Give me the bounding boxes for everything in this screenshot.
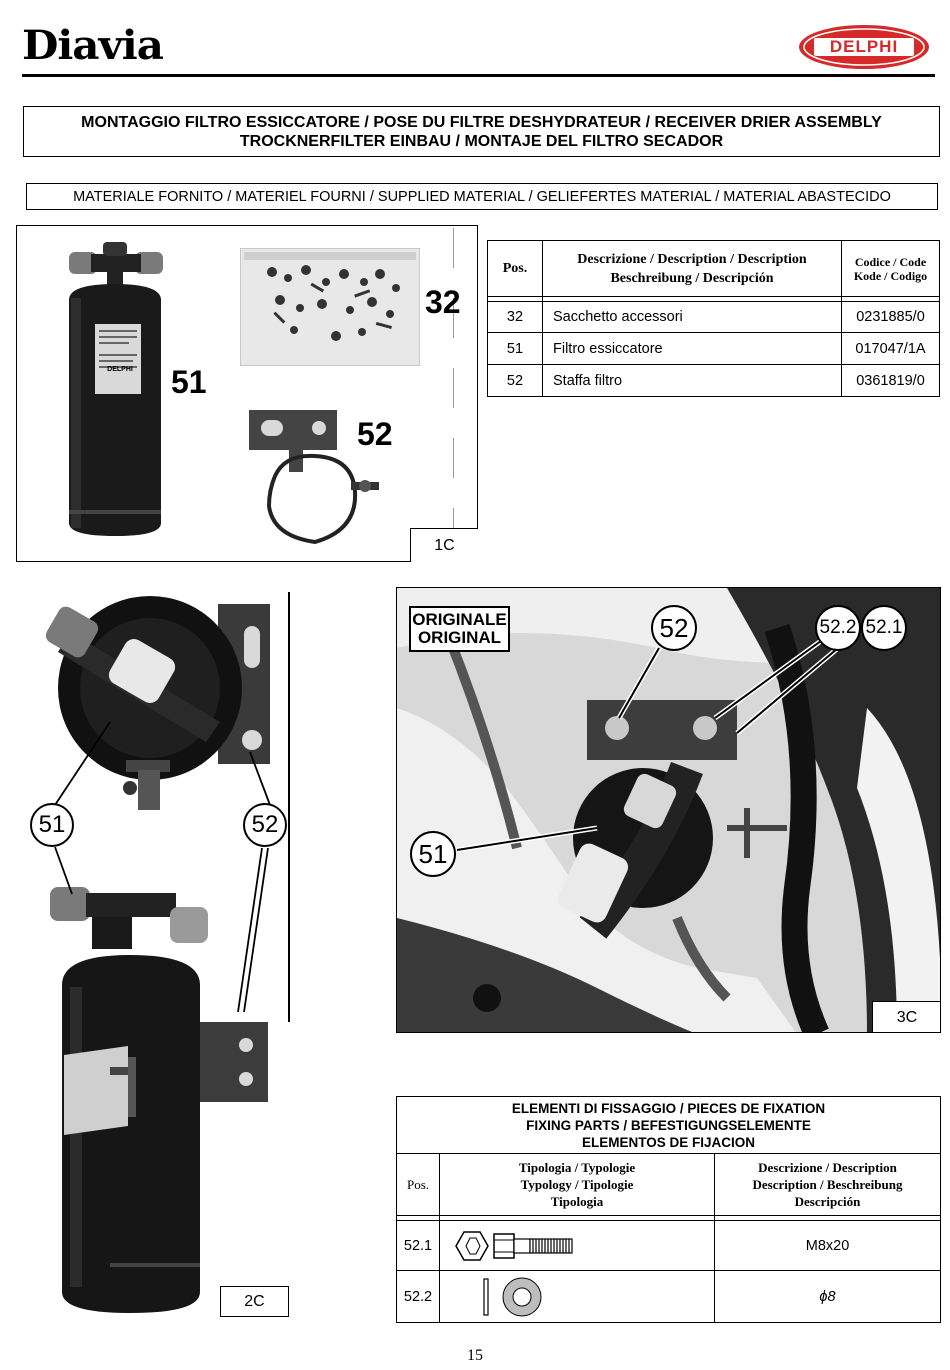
- drier-with-bracket-bottom-image: [50, 887, 268, 1313]
- row-pos: 52.1: [396, 1220, 440, 1271]
- figure-tag-2c: 2C: [220, 1286, 289, 1317]
- fixing-title-line2: FIXING PARTS / BEFESTIGUNGSELEMENTE: [526, 1117, 811, 1133]
- fig2-frame-line: [288, 592, 290, 1022]
- figure-3c: ORIGINALE ORIGINAL 52 52.2 52.1 51 3C: [396, 587, 941, 1033]
- callout-52-2: 52.2: [815, 605, 861, 651]
- callout-51-text: 51: [38, 811, 66, 838]
- delphi-logo-text: DELPHI: [829, 37, 899, 56]
- row-code: 0361819/0: [841, 364, 940, 397]
- callout-51: 51: [30, 803, 74, 847]
- fixing-header-desc: Descrizione / Description Description / …: [714, 1153, 941, 1216]
- fig2-leader-lines: [54, 721, 271, 1013]
- row-typology: [439, 1220, 715, 1271]
- callout-52: 52: [651, 605, 697, 651]
- fixing-header-typology-line1: Tipologia / Typologie: [518, 1160, 636, 1175]
- receiver-drier-image: [69, 242, 163, 536]
- row-desc: ϕ8: [714, 1270, 941, 1323]
- original-badge-line2: ORIGINAL: [417, 628, 502, 647]
- original-badge: ORIGINALE ORIGINAL: [409, 606, 510, 652]
- diavia-logo: Diavia: [22, 22, 164, 69]
- callout-51: 51: [410, 831, 456, 877]
- fixing-header-desc-line2: Description / Beschreibung: [752, 1177, 903, 1192]
- callout-52-2-text: 52.2: [819, 617, 857, 638]
- drier-brand-text: DELPHI: [107, 366, 133, 373]
- parts-header-desc-line2: Beschreibung / Descripción: [610, 270, 774, 286]
- row-pos: 52: [487, 364, 543, 397]
- header-rule: [22, 74, 935, 77]
- label-52: 52: [357, 416, 393, 452]
- bolt-icon: [455, 1230, 573, 1261]
- figure-tag-1c: 1C: [410, 528, 478, 562]
- table-row: 52.2 ϕ8: [396, 1270, 941, 1323]
- figure-1c: DELPHI 32 51 52 1C: [16, 225, 478, 562]
- fixing-table-header: Pos. Tipologia / Typologie Typology / Ti…: [396, 1153, 941, 1216]
- label-32: 32: [425, 284, 461, 320]
- fixing-header-typology: Tipologia / Typologie Typology / Tipolog…: [439, 1153, 715, 1216]
- parts-header-code: Codice / Code Kode / Codigo: [841, 240, 940, 297]
- fixing-header-typology-line2: Typology / Tipologie: [520, 1177, 634, 1192]
- page-number: 15: [467, 1347, 483, 1364]
- installed-drier-photo: [397, 588, 940, 1032]
- fig3-leader-lines: [456, 635, 852, 853]
- fixing-header-desc-line3: Descripción: [794, 1194, 861, 1209]
- supplied-material-text: MATERIALE FORNITO / MATERIEL FOURNI / SU…: [73, 188, 891, 205]
- parts-table-header: Pos. Descrizione / Description / Descrip…: [487, 240, 940, 297]
- row-code: 0231885/0: [841, 301, 940, 333]
- callout-52: 52: [243, 803, 287, 847]
- supplied-material-banner: MATERIALE FORNITO / MATERIEL FOURNI / SU…: [26, 183, 938, 210]
- table-row: 52 Staffa filtro 0361819/0: [487, 364, 940, 397]
- row-code: 017047/1A: [841, 332, 940, 365]
- washer-icon: [483, 1277, 542, 1316]
- row-desc: Sacchetto accessori: [542, 301, 842, 333]
- fixing-header-desc-line1: Descrizione / Description: [758, 1160, 897, 1175]
- figure-tag-1c-text: 1C: [434, 536, 455, 554]
- callout-52-1: 52.1: [861, 605, 907, 651]
- label-51: 51: [171, 364, 207, 400]
- fixing-header-pos: Pos.: [396, 1153, 440, 1216]
- callout-52-text: 52: [659, 612, 689, 643]
- parts-header-pos: Pos.: [487, 240, 543, 297]
- table-row: 51 Filtro essiccatore 017047/1A: [487, 332, 940, 365]
- fig1-ruler-right: [453, 228, 454, 558]
- figure-tag-2c-text: 2C: [244, 1292, 265, 1310]
- original-badge-line1: ORIGINALE: [412, 610, 507, 629]
- figure-2c: 51 52 2C: [10, 592, 290, 1322]
- callout-51-text: 51: [418, 838, 448, 869]
- figure-tag-3c-text: 3C: [896, 1008, 918, 1026]
- bracket-image: [249, 410, 379, 545]
- page-title-line1: MONTAGGIO FILTRO ESSICCATORE / POSE DU F…: [81, 113, 882, 131]
- diavia-logo-text: Diavia: [22, 22, 164, 69]
- table-row: 52.1 M8x20: [396, 1220, 941, 1271]
- delphi-logo: DELPHI: [798, 24, 930, 70]
- row-typology: [439, 1270, 715, 1323]
- row-desc: Filtro essiccatore: [542, 332, 842, 365]
- fixing-parts-table: Pos. Tipologia / Typologie Typology / Ti…: [396, 1153, 941, 1323]
- fixing-title-line1: ELEMENTI DI FISSAGGIO / PIECES DE FIXATI…: [511, 1100, 826, 1116]
- parts-table: Pos. Descrizione / Description / Descrip…: [487, 240, 940, 397]
- accessory-bag-image: [240, 248, 420, 366]
- parts-header-code-line2: Kode / Codigo: [853, 268, 928, 283]
- row-pos: 32: [487, 301, 543, 333]
- row-pos: 51: [487, 332, 543, 365]
- parts-header-desc: Descrizione / Description / Description …: [542, 240, 842, 297]
- row-desc: Staffa filtro: [542, 364, 842, 397]
- drier-with-bracket-top-image: [45, 596, 270, 810]
- page-title-line2: TROCKNERFILTER EINBAU / MONTAJE DEL FILT…: [239, 132, 724, 150]
- row-pos: 52.2: [396, 1270, 440, 1323]
- table-row: 32 Sacchetto accessori 0231885/0: [487, 301, 940, 333]
- title-box: MONTAGGIO FILTRO ESSICCATORE / POSE DU F…: [23, 106, 940, 157]
- fixing-header-typology-line3: Tipologia: [550, 1194, 604, 1209]
- figure-tag-3c: 3C: [872, 1001, 940, 1032]
- parts-header-desc-line1: Descrizione / Description / Description: [577, 251, 807, 267]
- callout-52-1-text: 52.1: [865, 617, 903, 638]
- fixing-parts-title: ELEMENTI DI FISSAGGIO / PIECES DE FIXATI…: [396, 1096, 941, 1154]
- fixing-title-line3: ELEMENTOS DE FIJACION: [581, 1134, 756, 1150]
- callout-52-text: 52: [251, 811, 279, 838]
- row-desc: M8x20: [714, 1220, 941, 1271]
- parts-header-code-line1: Codice / Code: [854, 254, 927, 269]
